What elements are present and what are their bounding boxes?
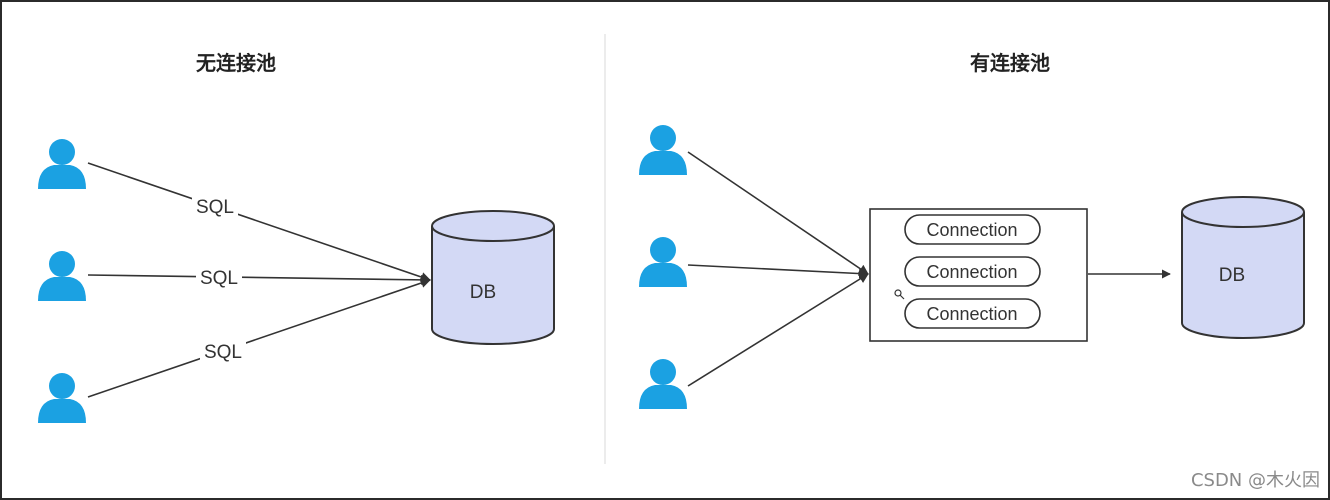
request-arrow bbox=[687, 264, 869, 279]
left-panel: 无连接池 SQL SQL SQL bbox=[38, 51, 555, 423]
user-icon bbox=[38, 139, 86, 189]
database-label: DB bbox=[1219, 265, 1245, 286]
connection-label: Connection bbox=[926, 220, 1017, 240]
request-arrow bbox=[687, 151, 869, 275]
user-icon bbox=[639, 359, 687, 409]
connection-pill bbox=[904, 214, 1041, 245]
database-label: DB bbox=[470, 282, 496, 303]
connection-pill bbox=[904, 298, 1041, 329]
request-arrow bbox=[687, 273, 869, 387]
user-icon bbox=[38, 251, 86, 301]
user-icon bbox=[639, 125, 687, 175]
sql-arrow bbox=[87, 274, 431, 285]
connection-label: Connection bbox=[926, 262, 1017, 282]
database-icon bbox=[431, 210, 555, 345]
sql-arrow bbox=[87, 162, 431, 282]
user-icon bbox=[38, 373, 86, 423]
left-panel-title: 无连接池 bbox=[196, 51, 276, 75]
zoom-cursor-icon bbox=[894, 289, 905, 300]
database-icon bbox=[1181, 196, 1305, 339]
right-panel: 有连接池 Connection Connecti bbox=[639, 51, 1305, 409]
connection-label: Connection bbox=[926, 304, 1017, 324]
sql-label: SQL bbox=[204, 342, 242, 363]
watermark: CSDN @木火因 bbox=[1191, 470, 1320, 491]
connection-pill bbox=[904, 256, 1041, 287]
sql-arrow bbox=[87, 278, 431, 398]
user-icon bbox=[639, 237, 687, 287]
right-panel-title: 有连接池 bbox=[970, 51, 1050, 75]
sql-label: SQL bbox=[196, 197, 234, 218]
sql-label: SQL bbox=[200, 268, 238, 289]
